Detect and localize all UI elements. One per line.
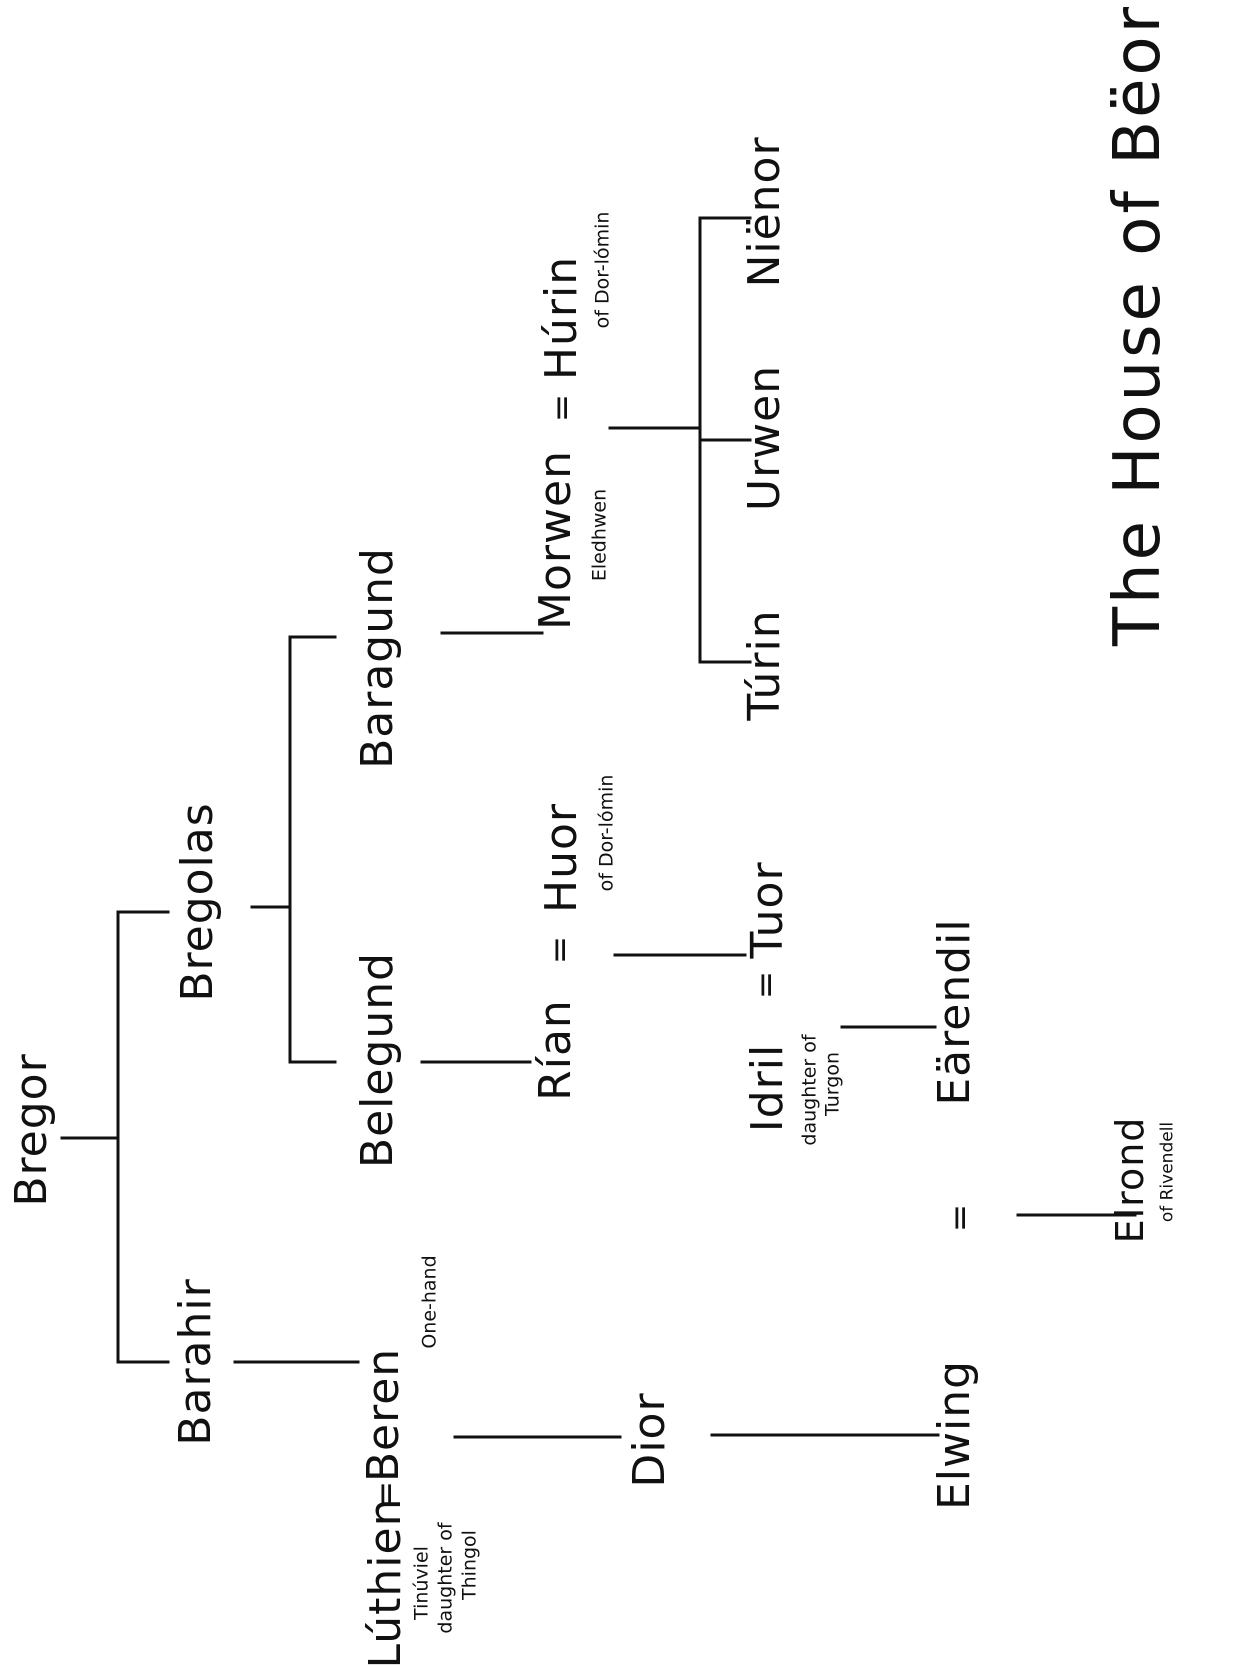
name-elwing: Elwing bbox=[929, 1359, 980, 1511]
name-morwen: Morwen bbox=[530, 450, 581, 630]
name-urwen: Urwen bbox=[739, 364, 790, 512]
luthien-parentage-line-1: daughter of bbox=[434, 1522, 457, 1634]
marriage-sign-luthien-beren: = bbox=[366, 1480, 406, 1510]
marriage-sign-idril-tuor: = bbox=[746, 970, 786, 1000]
luthien-parentage-line-2: Thingol bbox=[458, 1530, 481, 1600]
morwen-epithet: Eledhwen bbox=[588, 488, 611, 582]
name-luthien: Lúthien bbox=[360, 1497, 411, 1668]
name-turin: Túrin bbox=[739, 609, 790, 721]
name-nienor: Niënor bbox=[739, 136, 790, 288]
name-rian: Rían bbox=[530, 999, 581, 1101]
name-huor: Huor bbox=[536, 803, 587, 913]
name-belegund: Belegund bbox=[352, 951, 403, 1169]
marriage-sign-morwen-hurin: = bbox=[542, 393, 582, 423]
idril-parentage-line-1: daughter of bbox=[798, 1034, 821, 1146]
name-elrond: Elrond bbox=[1108, 1116, 1152, 1244]
name-dior: Dior bbox=[624, 1392, 675, 1488]
luthien-epithet: Tinúviel bbox=[410, 1546, 433, 1620]
marriage-sign-elwing-earendil: = bbox=[940, 1203, 980, 1233]
name-bregor: Bregor bbox=[6, 1053, 57, 1207]
name-tuor: Tuor bbox=[742, 861, 793, 959]
name-idril: Idril bbox=[742, 1043, 793, 1133]
chart-title: The House of Bëor bbox=[1101, 3, 1175, 647]
idril-parentage-line-2: Turgon bbox=[821, 1052, 844, 1116]
name-beren: Beren bbox=[358, 1347, 409, 1483]
name-baragund: Baragund bbox=[352, 547, 403, 769]
hurin-origin: of Dor-lómin bbox=[591, 211, 614, 329]
elrond-origin: of Rivendell bbox=[1157, 1121, 1178, 1223]
marriage-sign-rian-huor: = bbox=[540, 935, 580, 965]
name-hurin: Húrin bbox=[536, 255, 587, 381]
name-earendil: Eärendil bbox=[929, 918, 980, 1106]
huor-origin: of Dor-lómin bbox=[595, 774, 618, 892]
name-barahir: Barahir bbox=[170, 1278, 221, 1446]
beren-epithet: One-hand bbox=[418, 1255, 441, 1349]
name-bregolas: Bregolas bbox=[172, 802, 223, 1002]
